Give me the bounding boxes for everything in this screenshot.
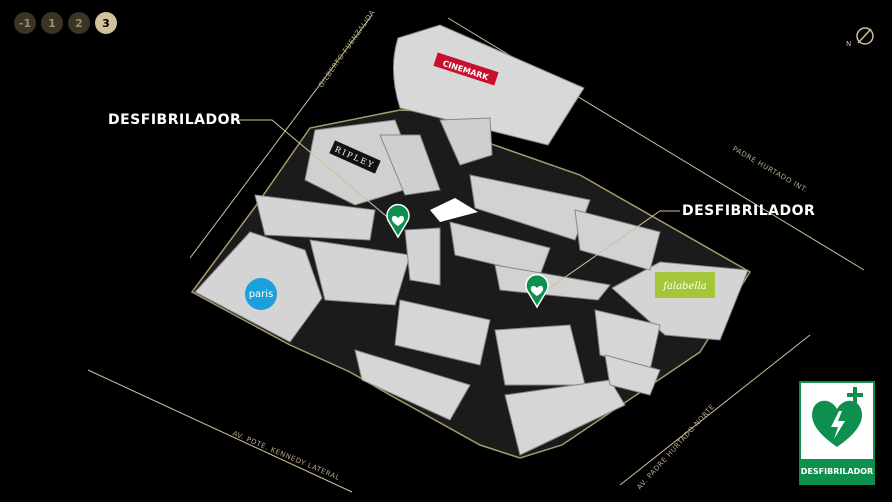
store-block xyxy=(394,299,491,366)
street-label-sw: AV. PDTE. KENNEDY LATERAL xyxy=(231,429,341,482)
paris-logo xyxy=(245,278,277,310)
floor-button-minus-1[interactable]: -1 xyxy=(14,12,36,34)
store-block xyxy=(404,227,441,286)
store-block xyxy=(494,264,611,301)
store-block xyxy=(309,239,411,306)
street-line-nw xyxy=(189,14,373,259)
store-block xyxy=(494,324,586,386)
aed-heart-icon xyxy=(812,387,863,447)
ripley-logo xyxy=(329,140,381,174)
skylight xyxy=(430,198,478,222)
floor-button-1[interactable]: 1 xyxy=(41,12,63,34)
callout-leader-1 xyxy=(232,119,399,227)
store-block xyxy=(354,349,471,421)
callout-label-1: DESFIBRILADOR xyxy=(108,112,242,128)
floor-selector: -1 1 2 3 xyxy=(14,12,117,34)
street-label-nw: GILBERTO FUENZALIDA xyxy=(317,9,377,90)
compass-icon: N xyxy=(846,27,874,48)
street-label-ne: PADRE HURTADO INT. xyxy=(731,145,809,195)
paris-label: paris xyxy=(249,289,274,300)
street-label-se: AV. PADRE HURTADO NORTE xyxy=(636,403,717,492)
cinemark-logo xyxy=(433,52,499,86)
store-block xyxy=(379,134,441,196)
callout-leader-2 xyxy=(537,210,680,297)
store-block xyxy=(574,209,661,271)
store-block xyxy=(469,174,591,241)
falabella-label: falabella xyxy=(662,281,707,292)
aed-legend: DESFIBRILADOR xyxy=(799,381,875,485)
store-block xyxy=(604,354,661,396)
floor-button-3[interactable]: 3 xyxy=(95,12,117,34)
falabella-logo xyxy=(655,272,715,298)
callout-label-2: DESFIBRILADOR xyxy=(682,203,816,219)
compass-label: N xyxy=(846,40,851,48)
store-block xyxy=(439,117,493,166)
street-line-se xyxy=(619,334,811,486)
store-block xyxy=(254,194,376,241)
aed-marker-2[interactable] xyxy=(525,273,549,309)
street-line-sw xyxy=(87,369,353,493)
aed-marker-1[interactable] xyxy=(386,203,410,239)
legend-label: DESFIBRILADOR xyxy=(801,459,873,483)
store-block xyxy=(504,379,626,456)
floor-button-2[interactable]: 2 xyxy=(68,12,90,34)
